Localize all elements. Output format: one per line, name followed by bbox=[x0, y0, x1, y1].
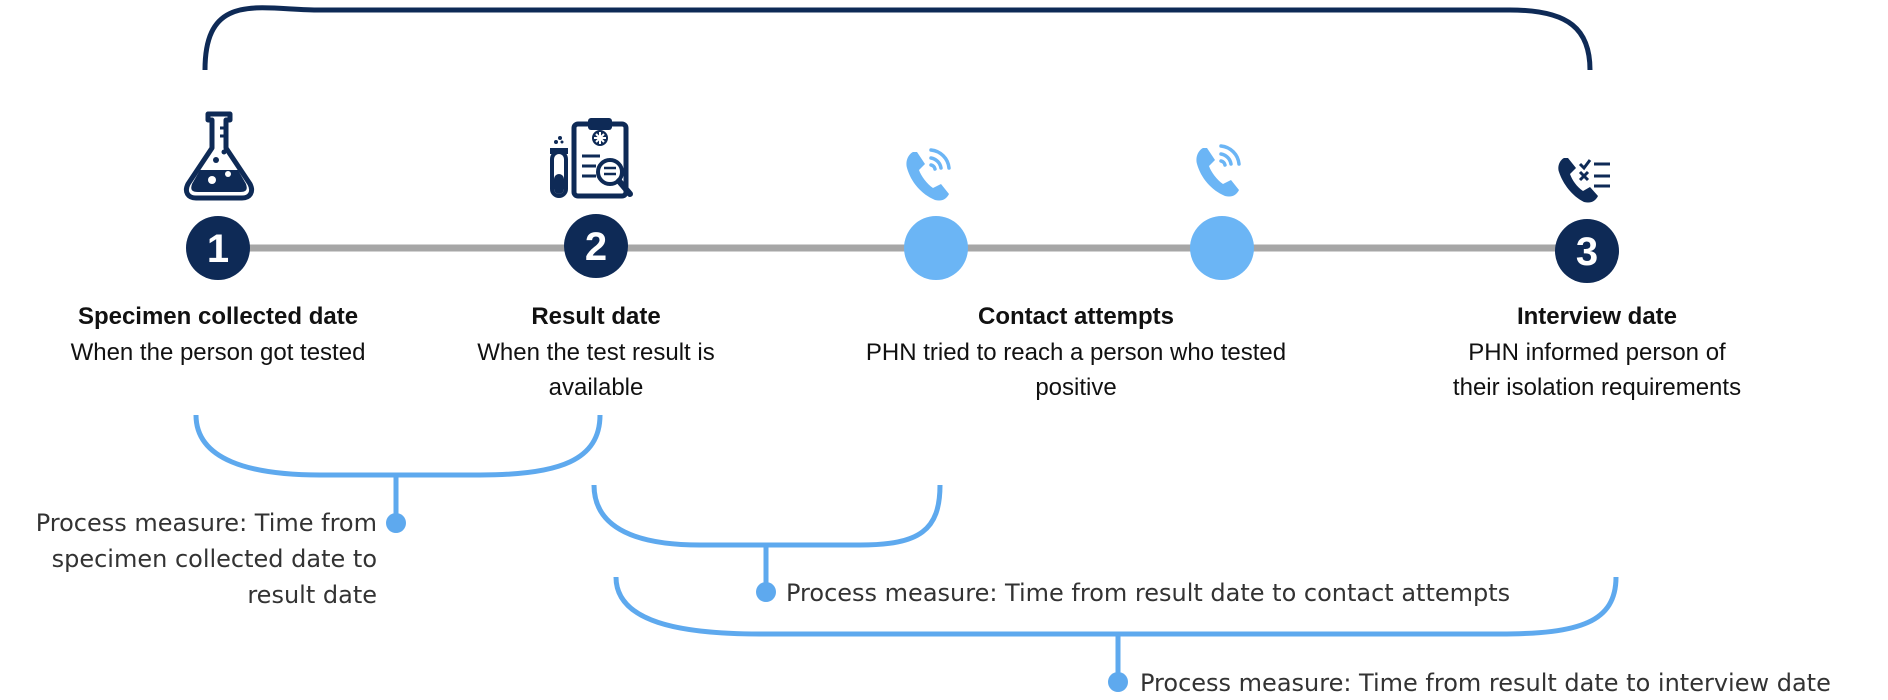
phone-call-icon bbox=[1196, 144, 1241, 197]
milestone-2-number: 2 bbox=[585, 225, 607, 269]
milestone-1: 1 bbox=[186, 216, 250, 280]
contact-attempt-1-circle bbox=[904, 216, 968, 280]
measure-2-dot bbox=[756, 582, 776, 602]
measure-1-text-line-1: Process measure: Time from bbox=[36, 509, 377, 537]
milestone-1-number: 1 bbox=[207, 227, 229, 271]
milestone-2: 2 bbox=[564, 214, 628, 278]
milestone-2-desc-line-2: available bbox=[549, 374, 644, 401]
measure-1-text-line-3: result date bbox=[247, 581, 377, 609]
milestone-1-title: Specimen collected date bbox=[78, 303, 358, 330]
milestone-2-title: Result date bbox=[531, 303, 660, 330]
milestone-3-desc-line-2: their isolation requirements bbox=[1453, 374, 1741, 401]
flask-icon bbox=[183, 111, 255, 201]
measure-2-text: Process measure: Time from result date t… bbox=[786, 579, 1510, 607]
milestone-1-circle bbox=[186, 216, 250, 280]
measure-1-text-line-2: specimen collected date to bbox=[52, 545, 377, 573]
milestone-1-desc: When the person got tested bbox=[71, 339, 366, 366]
phone-checklist-icon bbox=[1558, 158, 1610, 203]
overall-bracket bbox=[202, 5, 1593, 71]
measure-1-dot bbox=[386, 513, 406, 533]
contact-attempt-2-circle bbox=[1190, 216, 1254, 280]
contact-attempts-desc-line-1: PHN tried to reach a person who tested bbox=[866, 339, 1286, 366]
contact-attempts-desc-line-2: positive bbox=[1035, 374, 1116, 401]
measure-3-dot bbox=[1108, 672, 1128, 692]
phone-call-icon bbox=[906, 148, 951, 201]
milestone-3: 3 bbox=[1555, 219, 1619, 283]
measure-3-text: Process measure: Time from result date t… bbox=[1140, 669, 1831, 697]
milestone-3-desc-line-1: PHN informed person of bbox=[1468, 339, 1726, 366]
milestone-3-title: Interview date bbox=[1517, 303, 1677, 330]
milestone-2-circle bbox=[564, 214, 628, 278]
contact-attempts-title: Contact attempts bbox=[978, 303, 1174, 330]
milestone-3-circle bbox=[1555, 219, 1619, 283]
measure-1-bracket bbox=[193, 414, 603, 478]
milestone-2-desc-line-1: When the test result is bbox=[477, 339, 714, 366]
measure-3-bracket bbox=[613, 576, 1619, 637]
milestone-3-number: 3 bbox=[1576, 230, 1598, 274]
measure-2-bracket bbox=[591, 484, 943, 548]
clipboard-test-tube-magnifier-icon bbox=[550, 118, 633, 199]
